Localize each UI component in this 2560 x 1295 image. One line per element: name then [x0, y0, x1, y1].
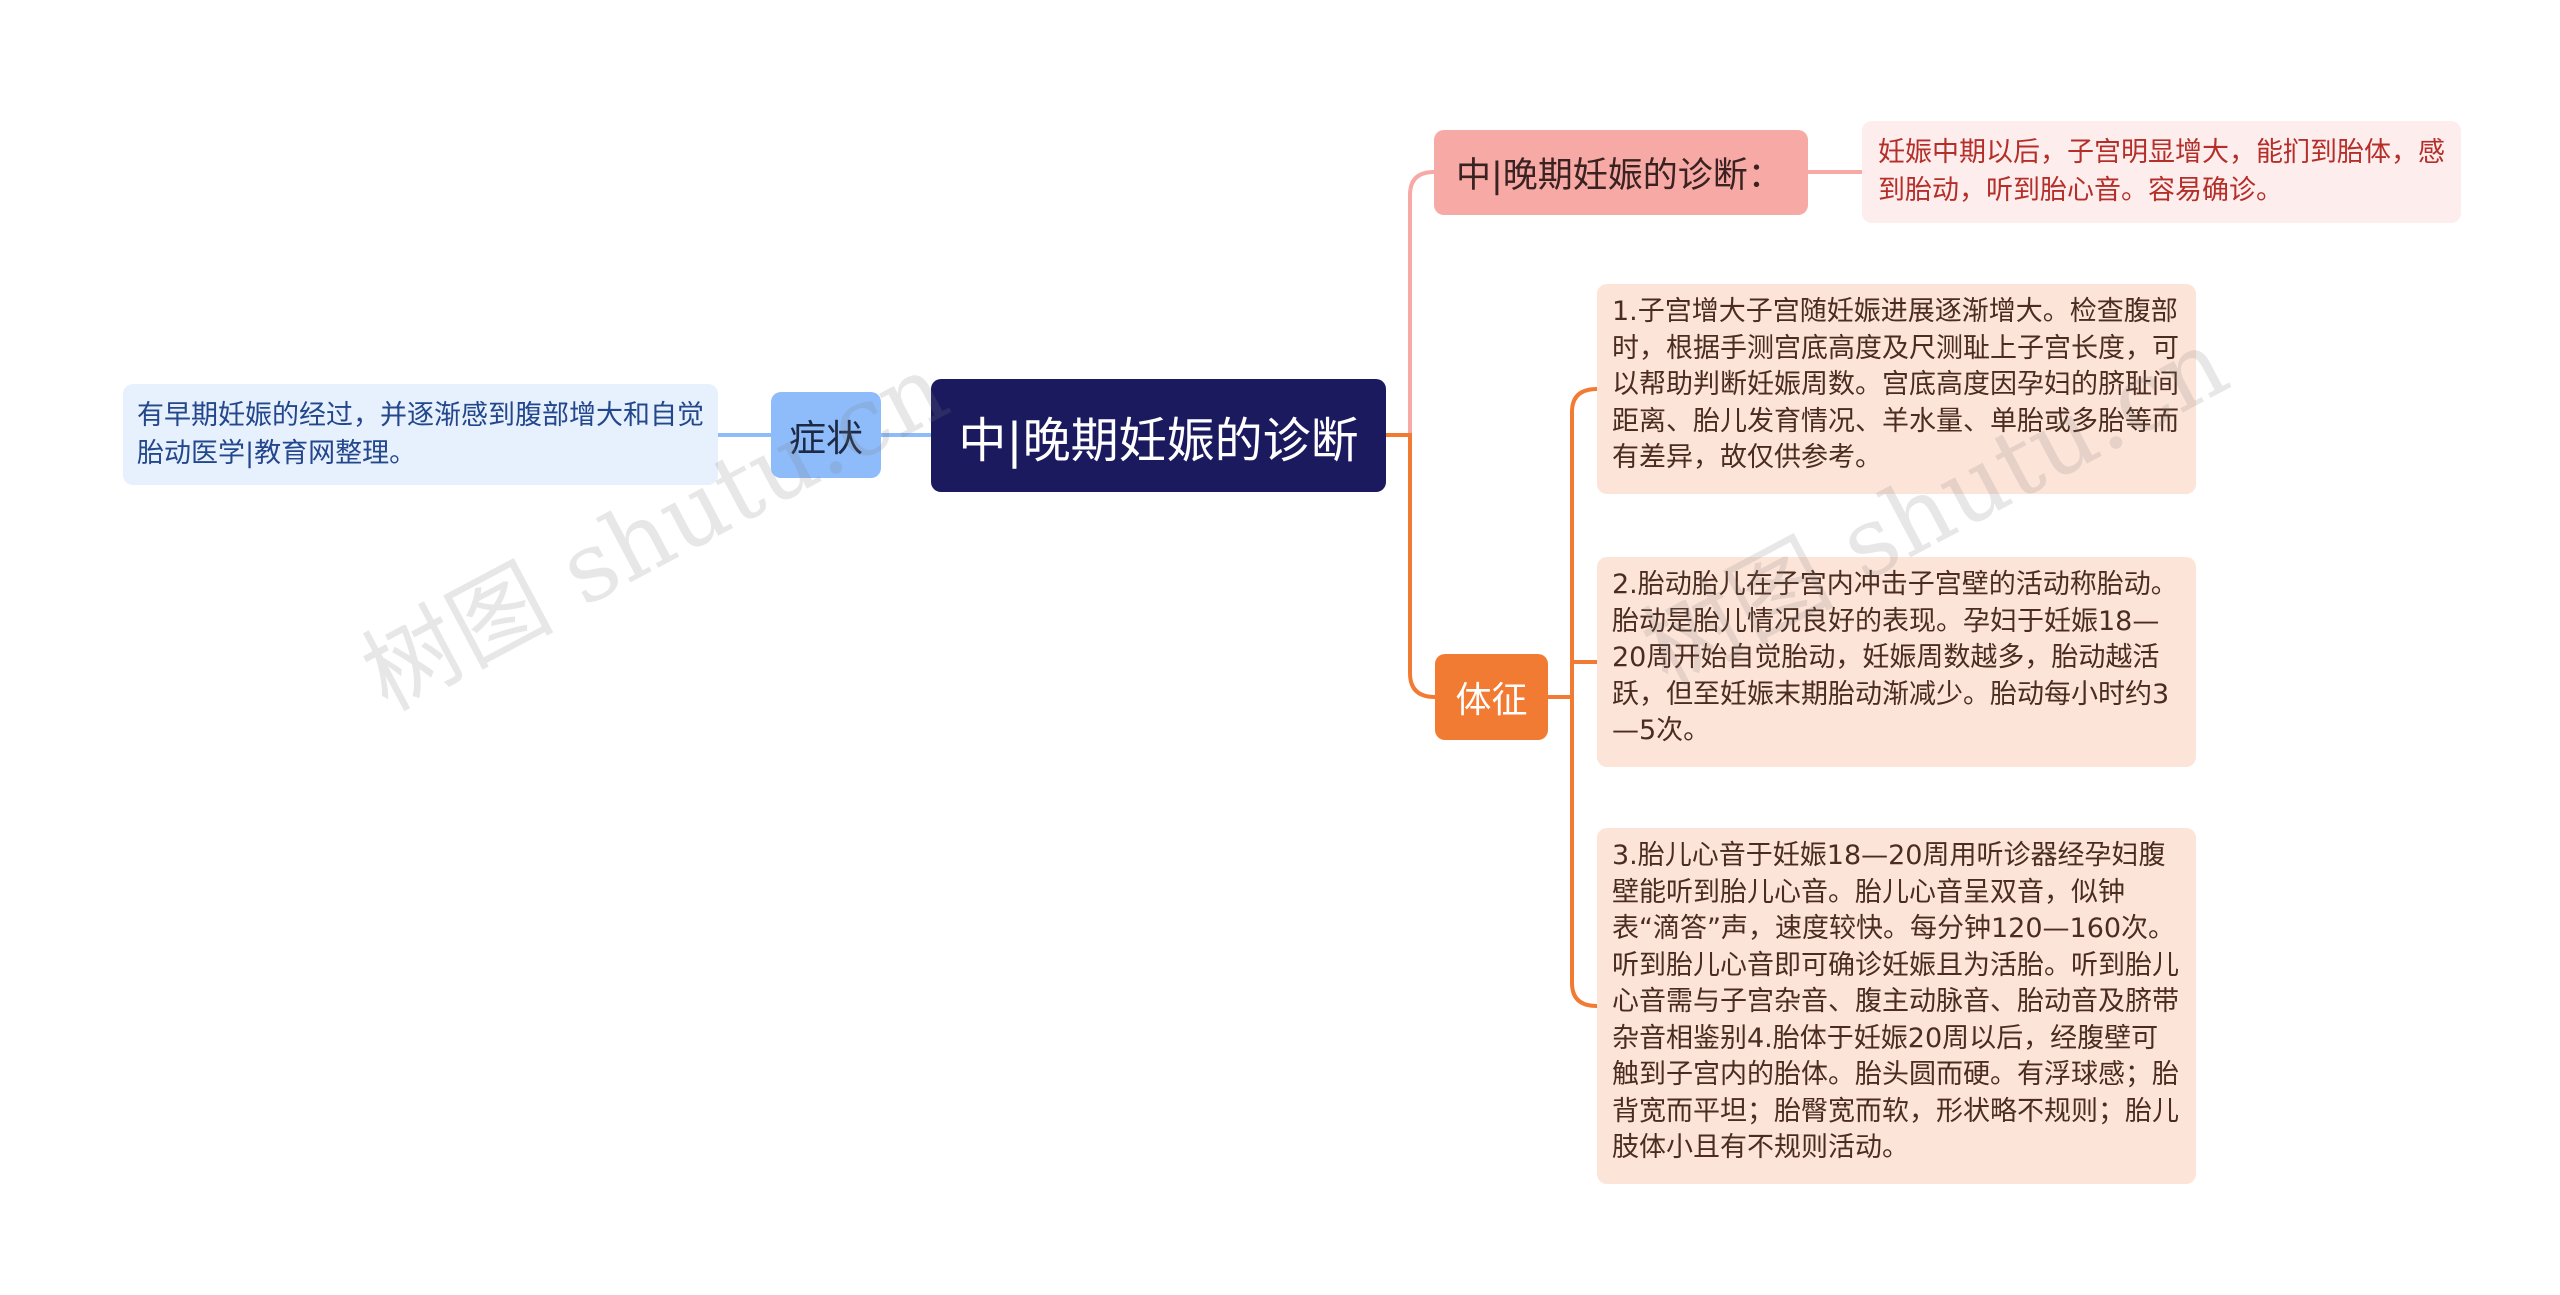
- branch-symptom[interactable]: 症状: [771, 392, 881, 478]
- connector-center-signs: [1386, 433, 1436, 699]
- central-topic-label: 中|晚期妊娠的诊断: [958, 412, 1359, 469]
- signs-detail-1-text: 1.子宫增大子宫随妊娠进展逐渐增大。检查腹部时，根据手测宫底高度及尺测耻上子宫长…: [1612, 296, 2179, 473]
- signs-detail-3[interactable]: 3.胎儿心音于妊娠18—20周用听诊器经孕妇腹壁能听到胎儿心音。胎儿心音呈双音，…: [1597, 828, 2196, 1184]
- connector-signs-detail-1: [1570, 387, 1598, 697]
- signs-detail-1[interactable]: 1.子宫增大子宫随妊娠进展逐渐增大。检查腹部时，根据手测宫底高度及尺测耻上子宫长…: [1597, 284, 2196, 494]
- connector-center-diagnosis: [1386, 170, 1435, 437]
- symptom-detail-text: 有早期妊娠的经过，并逐渐感到腹部增大和自觉胎动医学|教育网整理。: [137, 400, 704, 469]
- central-topic[interactable]: 中|晚期妊娠的诊断: [931, 379, 1386, 492]
- branch-diagnosis-label: 中|晚期妊娠的诊断：: [1456, 156, 1783, 196]
- connector-signs-detail-2: [1570, 660, 1597, 697]
- signs-detail-2-text: 2.胎动胎儿在子宫内冲击子宫壁的活动称胎动。胎动是胎儿情况良好的表现。孕妇于妊娠…: [1612, 569, 2178, 746]
- branch-diagnosis[interactable]: 中|晚期妊娠的诊断：: [1434, 130, 1808, 215]
- branch-signs[interactable]: 体征: [1435, 654, 1548, 740]
- connector-signs-detail-3: [1570, 697, 1598, 1008]
- diagnosis-detail-text: 妊娠中期以后，子宫明显增大，能扪到胎体，感到胎动，听到胎心音。容易确诊。: [1878, 137, 2445, 206]
- signs-detail-3-text: 3.胎儿心音于妊娠18—20周用听诊器经孕妇腹壁能听到胎儿心音。胎儿心音呈双音，…: [1612, 840, 2179, 1163]
- symptom-detail[interactable]: 有早期妊娠的经过，并逐渐感到腹部增大和自觉胎动医学|教育网整理。: [123, 384, 718, 485]
- branch-signs-label: 体征: [1455, 680, 1528, 721]
- branch-symptom-label: 症状: [789, 417, 863, 460]
- signs-detail-2[interactable]: 2.胎动胎儿在子宫内冲击子宫壁的活动称胎动。胎动是胎儿情况良好的表现。孕妇于妊娠…: [1597, 557, 2196, 767]
- diagnosis-detail[interactable]: 妊娠中期以后，子宫明显增大，能扪到胎体，感到胎动，听到胎心音。容易确诊。: [1862, 121, 2461, 223]
